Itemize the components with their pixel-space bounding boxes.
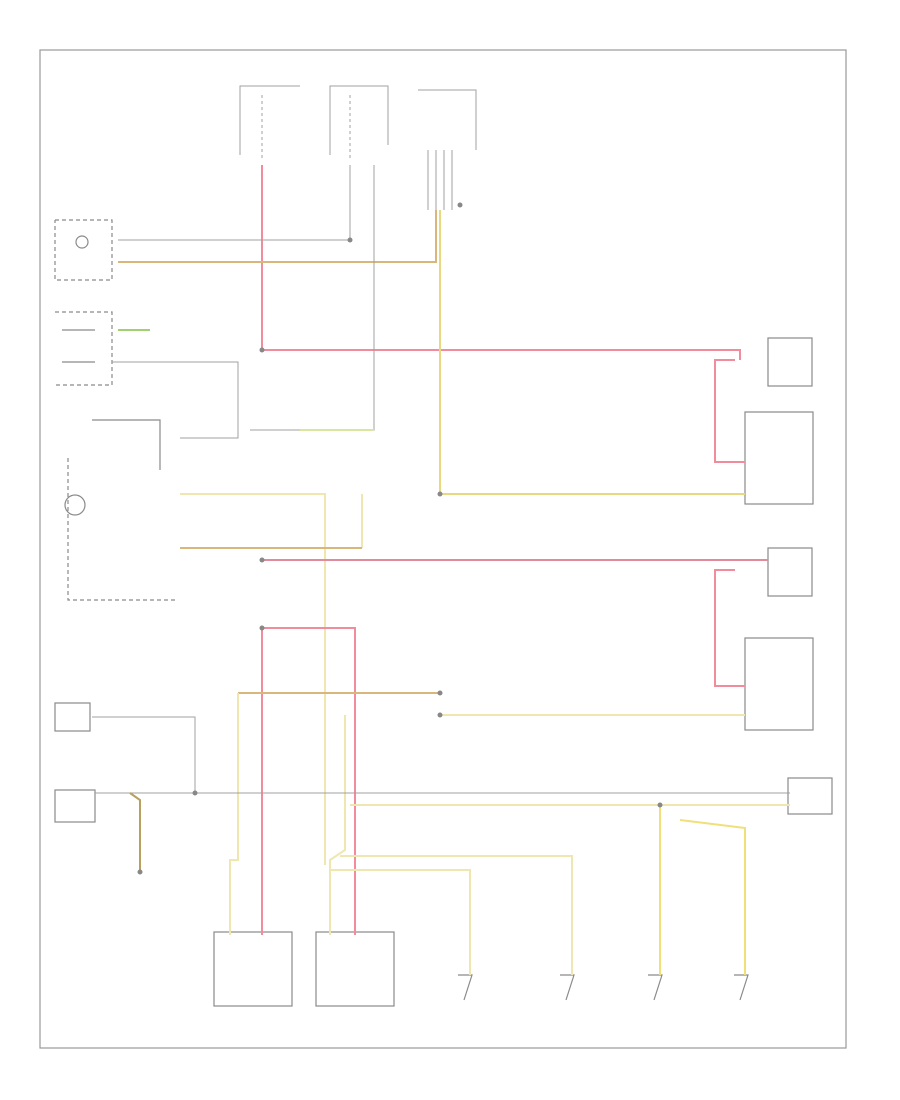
left-front-vanity-mirror-light — [213, 931, 293, 1007]
wire-red-vanity-right — [262, 627, 356, 935]
front-door-light-left — [744, 637, 814, 731]
splice-dot — [137, 869, 143, 875]
wire-orange-luggage — [129, 792, 141, 870]
glove-compartment-light — [54, 219, 113, 281]
diagram-border — [39, 49, 847, 1049]
wire-pale-left-494 — [180, 493, 326, 865]
fuse-panel-left — [239, 85, 300, 160]
splice-dot — [437, 690, 443, 696]
splice-dot — [259, 557, 265, 563]
splice-dot — [457, 202, 463, 208]
map-light — [54, 702, 91, 732]
wire-gray-240 — [118, 165, 351, 241]
wire-red-loop-right-bottom — [714, 569, 745, 687]
front-door-switch-left — [767, 547, 813, 597]
splice-dot — [259, 347, 265, 353]
wire-pale-345 — [329, 715, 346, 935]
wire-yellow-vertical — [439, 210, 745, 495]
luggage-compartment-light — [787, 777, 833, 815]
wire-pale-238 — [229, 693, 239, 935]
wire-pale-rear-door-left — [330, 869, 471, 975]
splice-dot — [192, 790, 198, 796]
left-rear-door-light — [648, 974, 663, 1001]
wire-yellow-rear-right — [679, 819, 746, 975]
wire-red-loop-right-top — [714, 359, 745, 463]
right-rear-door-light — [734, 974, 749, 1001]
wire-gray-362 — [112, 361, 239, 439]
ignition-switch — [92, 419, 161, 470]
door-lock-switch — [55, 311, 113, 386]
wire-gray-375 — [250, 165, 375, 431]
wire-red-main — [261, 165, 741, 360]
splice-dot — [437, 491, 443, 497]
left-rear-door-switch — [458, 974, 473, 1001]
front-door-switch-right — [767, 337, 813, 387]
interior-light — [64, 458, 178, 601]
wire-orange-top — [118, 210, 437, 263]
splice-dot — [437, 712, 443, 718]
front-door-light-right — [744, 411, 814, 505]
right-rear-door-switch — [560, 974, 575, 1001]
splice-dot — [657, 802, 663, 808]
splice-dot — [259, 625, 265, 631]
wire-pale-rear-door-right — [340, 855, 573, 975]
luggage-compartment-light-switch — [54, 789, 96, 823]
fuse-panel-right — [329, 85, 389, 160]
splice-dot — [347, 237, 353, 243]
right-front-vanity-mirror-light — [315, 931, 395, 1007]
fuse-relay-panel — [418, 89, 477, 210]
wire-gray-map — [92, 716, 196, 793]
